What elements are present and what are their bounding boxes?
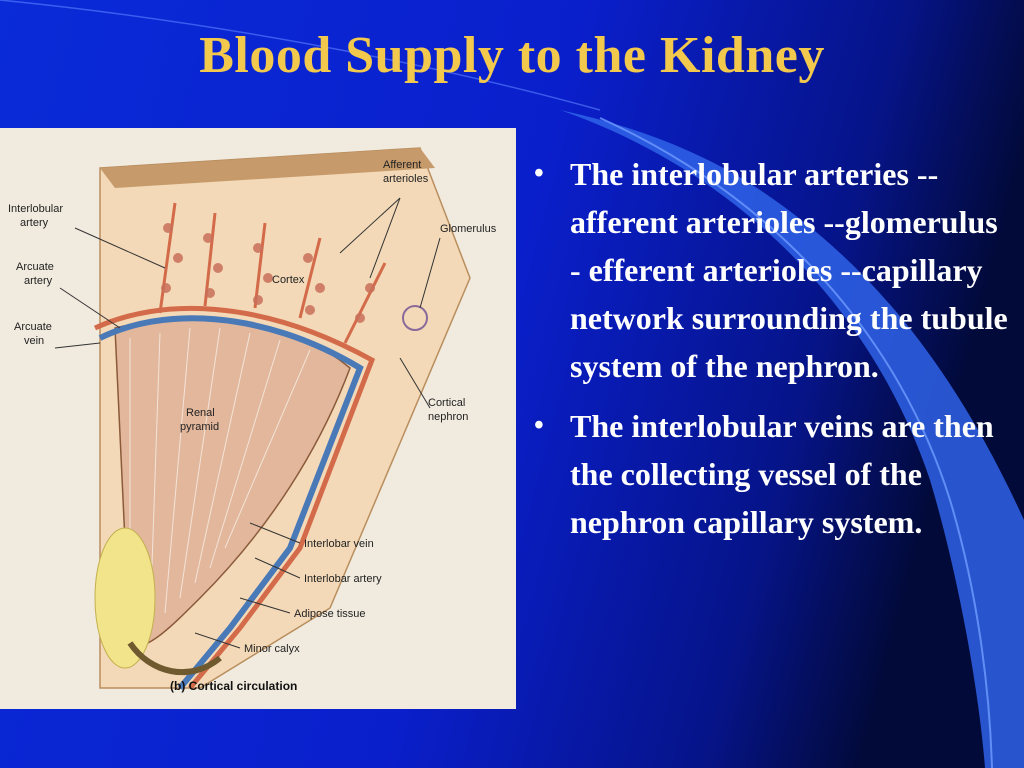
glomerulus-shape: [402, 305, 428, 331]
label-interlobular-artery-2: artery: [20, 217, 49, 229]
slide-title: Blood Supply to the Kidney: [199, 27, 825, 84]
label-adipose-tissue: Adipose tissue: [294, 608, 366, 620]
label-cortical-nephron-1: Cortical: [428, 397, 465, 409]
label-minor-calyx: Minor calyx: [244, 643, 300, 655]
label-arcuate-artery-2: artery: [24, 275, 53, 287]
label-arcuate-vein-1: Arcuate: [14, 321, 52, 333]
label-cortex: Cortex: [272, 274, 305, 286]
label-afferent-arterioles-1: Afferent: [383, 159, 421, 171]
capsule-band: [100, 148, 435, 188]
label-cortical-nephron-2: nephron: [428, 411, 468, 423]
label-afferent-arterioles-2: arterioles: [383, 173, 429, 185]
label-arcuate-artery-1: Arcuate: [16, 261, 54, 273]
arcuate-artery-vessel: [93, 305, 376, 690]
adipose-tissue-shape: [94, 527, 156, 669]
kidney-diagram: Afferent arterioles Interlobular artery …: [0, 128, 516, 709]
label-arcuate-vein-2: vein: [24, 335, 44, 347]
label-glomerulus: Glomerulus: [440, 223, 497, 235]
label-renal-pyramid-1: Renal: [186, 407, 215, 419]
minor-calyx-shape: [127, 641, 222, 676]
label-interlobar-vein: Interlobar vein: [304, 538, 374, 550]
bullet-icon: •: [534, 410, 544, 441]
kidney-figure: Afferent arterioles Interlobular artery …: [0, 128, 516, 709]
bullet-item: • The interlobular veins are then the co…: [532, 402, 1016, 546]
label-interlobar-artery: Interlobar artery: [304, 573, 382, 585]
bullet-text: The interlobular veins are then the coll…: [570, 408, 994, 540]
bullet-text: The interlobular arteries --afferent art…: [570, 156, 1008, 384]
label-interlobular-artery-1: Interlobular: [8, 203, 63, 215]
bullet-item: • The interlobular arteries --afferent a…: [532, 150, 1016, 390]
figure-caption: (b) Cortical circulation: [170, 679, 297, 693]
arcuate-vein-vessel: [98, 315, 364, 690]
label-renal-pyramid-2: pyramid: [180, 421, 219, 433]
bullet-list: • The interlobular arteries --afferent a…: [532, 150, 1016, 558]
accent-curve-shape: [560, 110, 1024, 768]
bullet-icon: •: [534, 158, 544, 189]
